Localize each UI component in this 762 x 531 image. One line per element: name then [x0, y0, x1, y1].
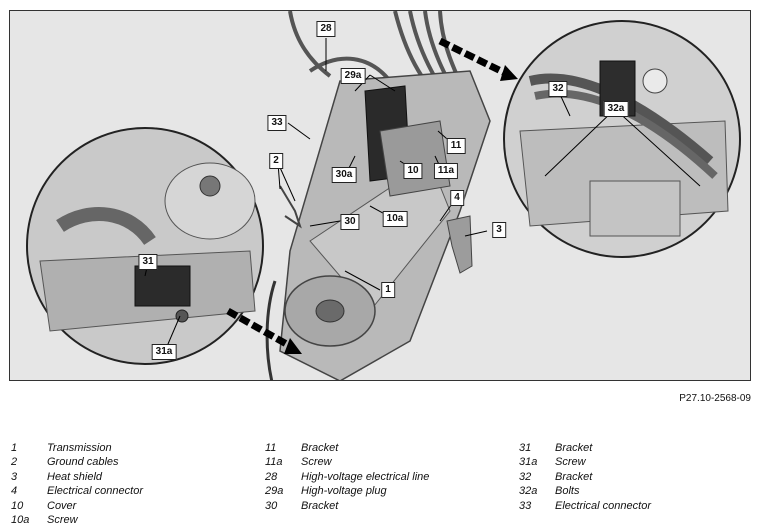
callout-33: 33 [267, 115, 287, 131]
legend-number: 4 [11, 485, 18, 498]
legend-item: 11a Screw [265, 455, 429, 469]
legend-label: Electrical connector [47, 485, 143, 498]
legend-number: 31a [519, 456, 538, 469]
legend-number: 28 [265, 470, 278, 483]
callout-30: 30 [340, 214, 360, 230]
legend-item: 28 High-voltage electrical line [265, 470, 429, 484]
legend-item: 1 Transmission [11, 441, 143, 455]
legend-item: 2 Ground cables [11, 455, 143, 469]
legend-item: 10 Cover [11, 499, 143, 513]
callout-29a: 29a [340, 68, 366, 84]
cable-bundle-top [288, 11, 482, 127]
callout-11: 11 [446, 138, 466, 154]
callout-30a: 30a [331, 167, 357, 183]
legend-label: High-voltage plug [301, 485, 387, 498]
legend-label: Bracket [301, 499, 339, 512]
figure-reference: P27.10-2568-09 [679, 393, 751, 404]
legend-number: 29a [265, 485, 284, 498]
legend-number: 32 [519, 470, 532, 483]
legend-number: 32a [519, 485, 538, 498]
heat-shield [446, 215, 473, 274]
legend-number: 10 [11, 499, 24, 512]
legend-label: Screw [555, 456, 586, 469]
callout-4: 4 [450, 190, 464, 206]
legend-item: 31a Screw [519, 455, 651, 469]
illustration-drawing [10, 11, 750, 380]
legend-number: 31 [519, 442, 532, 454]
legend-item: 3 Heat shield [11, 470, 143, 484]
legend-label: Bolts [555, 485, 580, 498]
legend-number: 11 [265, 442, 277, 454]
legend-label: Heat shield [47, 470, 103, 483]
legend-label: Cover [47, 499, 77, 512]
legend-item: 30 Bracket [265, 499, 429, 513]
callout-32: 32 [548, 81, 568, 97]
detail-circle-right [503, 20, 741, 258]
legend-number: 10a [11, 514, 30, 527]
legend-item: 11 Bracket [265, 441, 429, 455]
legend-item: 10a Screw [11, 513, 143, 527]
callout-2: 2 [269, 153, 283, 169]
legend-label: High-voltage electrical line [301, 470, 430, 483]
callout-28: 28 [316, 21, 336, 37]
callout-32a: 32a [603, 101, 629, 117]
pointer-arrow-right [438, 37, 518, 81]
legend-number: 3 [11, 470, 18, 483]
legend-label: Screw [47, 514, 78, 527]
callout-10: 10 [403, 163, 423, 179]
legend-number: 2 [11, 456, 18, 469]
legend-label: Bracket [555, 442, 593, 454]
legend-number: 1 [11, 442, 18, 454]
legend-column-1: 1 Transmission 2 Ground cables 3 Heat shiel… [11, 441, 143, 527]
legend-item: 33 Electrical connector [519, 499, 651, 513]
legend-item: 32a Bolts [519, 484, 651, 498]
callout-3: 3 [492, 222, 506, 238]
legend-label: Ground cables [47, 456, 119, 469]
legend-item: 29a High-voltage plug [265, 484, 429, 498]
legend-label: Electrical connector [555, 499, 651, 512]
technical-illustration: 28 29a 33 2 30a 10 11 11a 4 3 30 10a 1 3… [9, 10, 751, 381]
legend-label: Screw [301, 456, 332, 469]
legend-item: 4 Electrical connector [11, 484, 143, 498]
legend-number: 33 [519, 499, 532, 512]
callout-31a: 31a [151, 344, 177, 360]
legend-item: 31 Bracket [519, 441, 651, 455]
callout-31: 31 [138, 254, 158, 270]
legend-label: Bracket [555, 470, 593, 483]
legend-label: Transmission [47, 442, 112, 454]
callout-1: 1 [381, 282, 395, 298]
legend-number: 11a [265, 456, 283, 469]
legend-number: 30 [265, 499, 278, 512]
callout-10a: 10a [382, 211, 408, 227]
legend-item: 32 Bracket [519, 470, 651, 484]
pointer-arrow-left [226, 307, 302, 354]
detail-circle-left [26, 127, 264, 365]
legend-label: Bracket [301, 442, 339, 454]
ground-cables [279, 185, 302, 229]
callout-11a: 11a [433, 163, 459, 179]
